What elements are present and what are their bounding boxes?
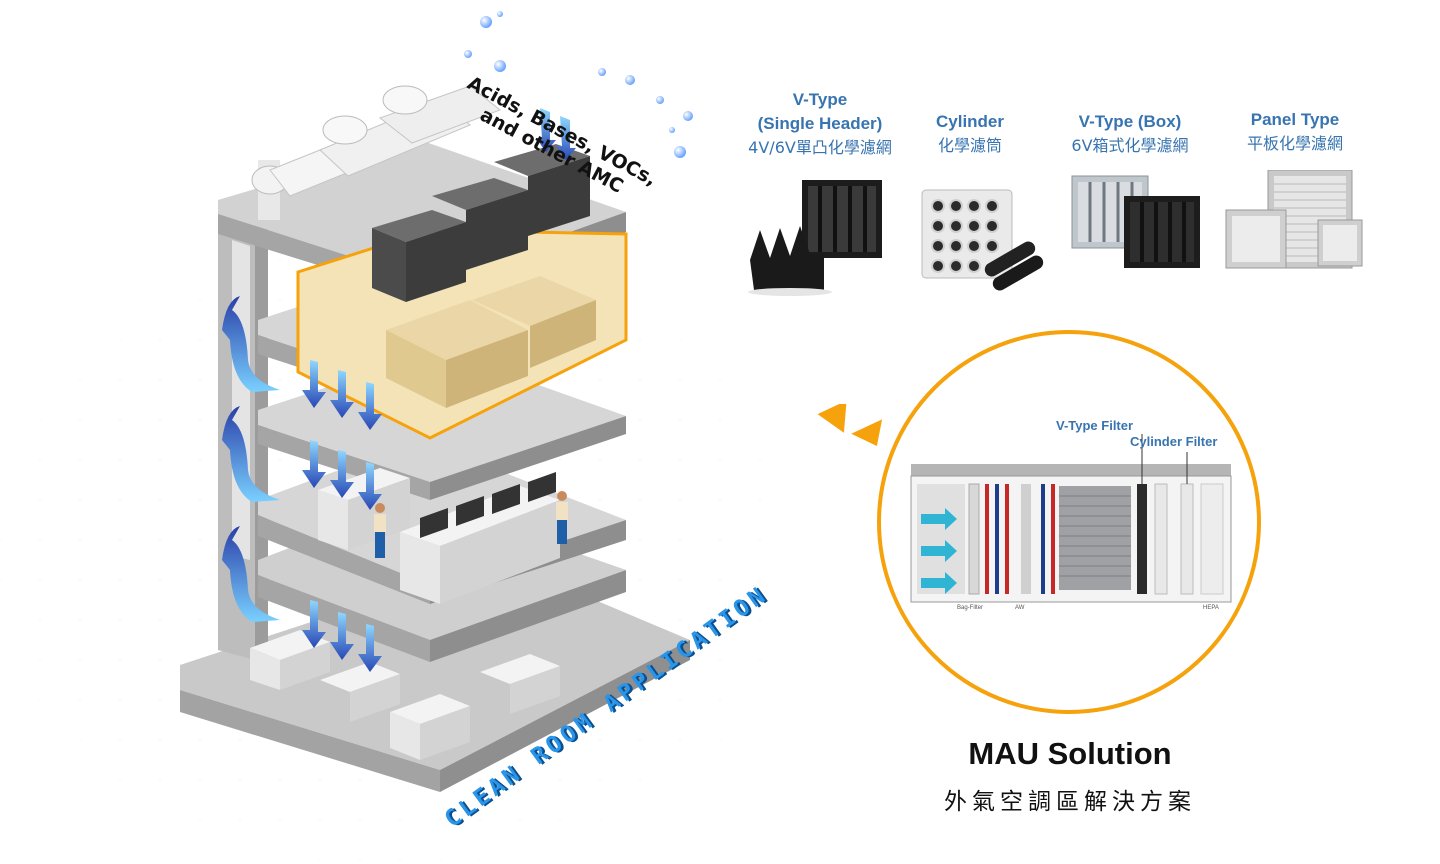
filter-zh-label: 化學濾筒 [937, 136, 1002, 155]
panel-filter-image [1225, 170, 1363, 269]
filter-name-line-1: Cylinder [935, 112, 1005, 131]
fab-equipment [250, 468, 560, 760]
filter-name-line-2: (Single Header) [757, 114, 883, 133]
filter-zh-label: 6V箱式化學濾網 [1071, 136, 1189, 155]
inlet-arrows [536, 108, 576, 160]
workers [374, 491, 568, 558]
filter-zh-label: 平板化學濾網 [1246, 134, 1343, 153]
mau-solution-title: MAU Solution [968, 736, 1172, 771]
filter-cylinder: Cylinder 化學濾筒 [910, 110, 1030, 158]
callout-cylinder-filter: Cylinder Filter [1130, 434, 1218, 449]
pointer-triangles [817, 404, 883, 447]
filter-zh-label: 4V/6V單凸化學濾網 [748, 138, 892, 157]
roof-filter-boxes [372, 144, 590, 302]
roof-ducts [251, 85, 501, 220]
filter-name-line-1: V-Type [792, 90, 848, 109]
supply-air-arrows [302, 360, 382, 672]
filter-name-line-1: Panel Type [1250, 110, 1340, 129]
mau-solution-subtitle: 外氣空調區解決方案 [944, 789, 1196, 815]
unit-label-aw: AW [1015, 605, 1025, 611]
filter-vtype-box: V-Type (Box) 6V箱式化學濾網 [1050, 110, 1210, 158]
filter-panel-type: Panel Type 平板化學濾網 [1225, 108, 1365, 156]
cylinder-filter-image [921, 189, 1044, 291]
mau-unit-cross-section: Bag-Filter AW HEPA [910, 434, 1232, 611]
unit-label-hepa: HEPA [1203, 605, 1219, 611]
filter-product-images [748, 170, 1363, 296]
return-air-arrows [222, 296, 280, 622]
amc-particles [464, 11, 693, 158]
unit-label-bag-filter: Bag-Filter [957, 605, 983, 611]
vtype-single-header-image [748, 180, 882, 296]
clean-room-building-illustration [180, 11, 693, 792]
mau-detail-circle: Bag-Filter AW HEPA [877, 330, 1261, 714]
callout-vtype-filter: V-Type Filter [1056, 418, 1134, 433]
filter-name-line-1: V-Type (Box) [1078, 112, 1182, 131]
vtype-box-filter-image [1071, 175, 1200, 268]
filter-vtype-single-header: V-Type (Single Header) 4V/6V單凸化學濾網 [730, 88, 910, 160]
